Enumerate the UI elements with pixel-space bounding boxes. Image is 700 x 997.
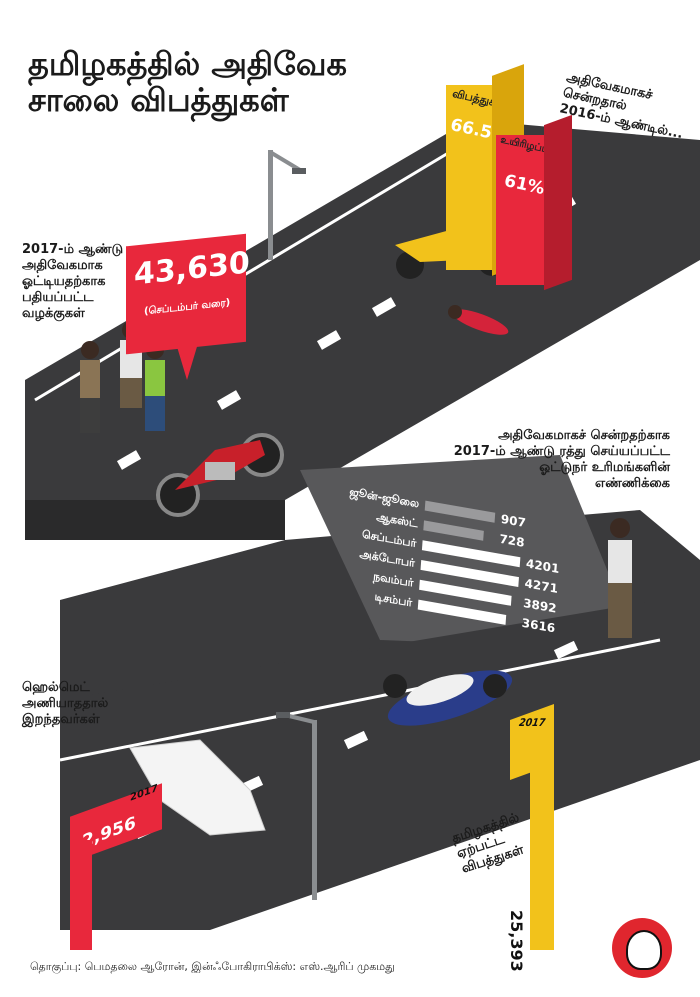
license-note-line: எண்ணிக்கை xyxy=(595,476,670,491)
page-title: தமிழகத்தில் அதிவேக சாலை விபத்துகள் xyxy=(28,46,388,118)
cases-note-line: 2017-ம் ஆண்டு xyxy=(22,242,124,257)
fatality-bar: உயிரிழப்புகள் 61% xyxy=(496,134,566,285)
fallen-bike-icon xyxy=(383,670,513,726)
fallen-person-icon xyxy=(448,305,509,335)
credit-line: தொகுப்பு: பெமதலை ஆரோன், இன்ஃபோகிராபிக்ஸ்… xyxy=(30,960,395,973)
accidents-year: 2017 xyxy=(516,717,547,730)
street-lamp-icon xyxy=(268,150,306,260)
helmet-note-line: இறந்தவர்கள் xyxy=(22,712,100,727)
street-lamp-icon xyxy=(276,712,317,900)
cases-value: 43,630 xyxy=(134,245,250,293)
helmet-note-line: அணியாததால் xyxy=(22,696,109,711)
license-value: 728 xyxy=(498,531,525,550)
cases-note-line: ஓட்டியதற்காக xyxy=(22,274,106,289)
accident-bar: விபத்துகள் 66.5% xyxy=(446,85,510,270)
sign-pointer xyxy=(175,340,199,380)
helmet-note: ஹெல்மெட் அணியாததால் இறந்தவர்கள் xyxy=(22,680,108,728)
license-value: 3892 xyxy=(522,595,558,616)
person-icon xyxy=(145,341,165,431)
cases-sign: 43,630 (செப்டம்பர் வரை) xyxy=(126,233,250,355)
license-note-line: அதிவேகமாகச் சென்றதற்காக xyxy=(498,428,670,443)
license-note: அதிவேகமாகச் சென்றதற்காக 2017-ம் ஆண்டு ரத… xyxy=(420,428,670,492)
license-value: 4271 xyxy=(524,576,559,596)
license-value: 907 xyxy=(500,511,527,531)
cases-note-line: பதியப்பட்ட xyxy=(22,290,94,305)
logo-icon xyxy=(612,918,672,978)
title-line-1: தமிழகத்தில் அதிவேக xyxy=(28,45,347,83)
bar-value: 61% xyxy=(502,170,547,200)
license-note-line: ஓட்டுநர் உரிமங்களின் xyxy=(539,460,670,475)
accidents-value: 25,393 xyxy=(507,910,526,972)
cases-note: 2017-ம் ஆண்டு அதிவேகமாக ஓட்டியதற்காக பதி… xyxy=(22,242,123,322)
cases-note-line: வழக்குகள் xyxy=(22,306,85,321)
bar-label: விபத்துகள் xyxy=(451,87,508,112)
helmet-note-line: ஹெல்மெட் xyxy=(22,680,90,695)
license-note-line: 2017-ம் ஆண்டு ரத்து செய்யப்பட்ட xyxy=(453,444,670,459)
license-value: 4201 xyxy=(525,556,560,577)
cases-sub: (செப்டம்பர் வரை) xyxy=(144,297,231,318)
police-officer-icon xyxy=(608,518,632,638)
license-value: 3616 xyxy=(521,615,556,636)
person-icon xyxy=(80,341,100,433)
lower-road xyxy=(60,600,700,930)
title-line-2: சாலை விபத்துகள் xyxy=(28,81,289,119)
bar-label: உயிரிழப்புகள் xyxy=(499,134,566,159)
helmet-banner-tail xyxy=(70,840,92,950)
motorcycle-icon xyxy=(156,433,284,517)
cases-note-line: அதிவேகமாக xyxy=(22,258,103,273)
fatality-bar-side xyxy=(544,114,572,291)
accidents-banner-tail: 25,393 xyxy=(507,740,554,972)
